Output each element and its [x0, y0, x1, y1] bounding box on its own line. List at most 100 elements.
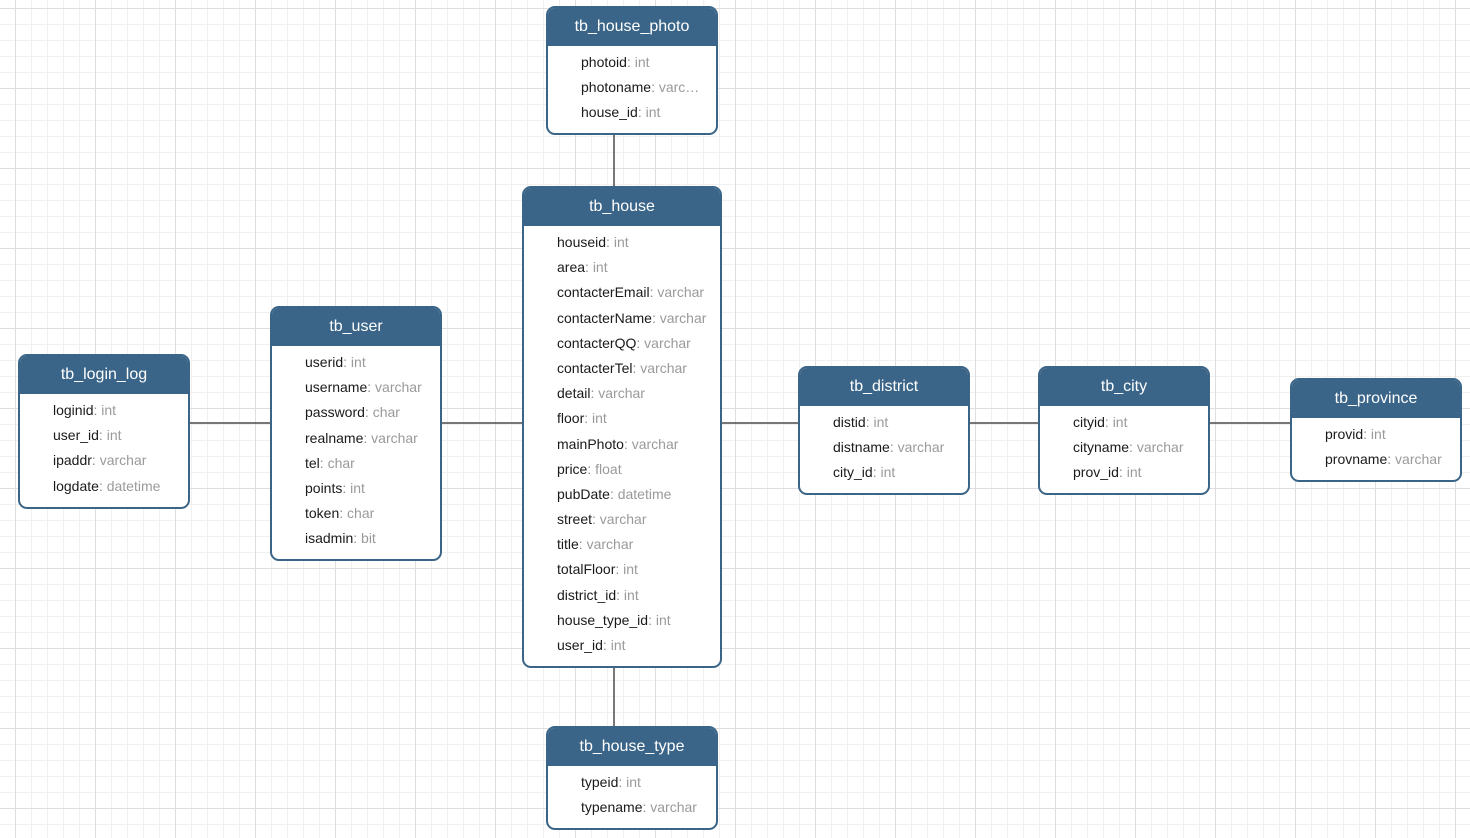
field-type: varchar — [371, 429, 418, 446]
field-name: floor — [557, 410, 585, 427]
field-name: street — [557, 511, 593, 528]
field-name: area — [557, 259, 586, 276]
field-separator: : — [584, 410, 593, 427]
field-type: varc… — [658, 79, 700, 96]
field-row[interactable]: user_id: int — [524, 633, 720, 658]
field-row[interactable]: house_id: int — [548, 100, 716, 125]
field-type: int — [655, 611, 671, 628]
field-separator: : — [364, 404, 373, 421]
entity-title: tb_house — [524, 188, 720, 226]
field-row[interactable]: username: varchar — [272, 375, 440, 400]
field-row[interactable]: provname: varchar — [1292, 447, 1460, 472]
field-separator: : — [353, 530, 362, 547]
field-row[interactable]: detail: varchar — [524, 381, 720, 406]
entity-title: tb_city — [1040, 368, 1208, 406]
field-row[interactable]: house_type_id: int — [524, 608, 720, 633]
field-row[interactable]: area: int — [524, 255, 720, 280]
field-separator: : — [626, 54, 635, 70]
field-row[interactable]: distid: int — [800, 410, 968, 435]
field-row[interactable]: user_id: int — [20, 423, 188, 448]
field-separator: : — [618, 774, 627, 790]
field-row[interactable]: isadmin: bit — [272, 526, 440, 551]
field-row[interactable]: photoid: int — [548, 50, 716, 75]
field-name: contacterEmail — [557, 284, 650, 301]
field-row[interactable]: prov_id: int — [1040, 460, 1208, 485]
field-name: logdate — [53, 477, 99, 494]
field-row[interactable]: houseid: int — [524, 230, 720, 255]
field-separator: : — [587, 460, 596, 477]
field-row[interactable]: contacterEmail: varchar — [524, 280, 720, 305]
field-row[interactable]: title: varchar — [524, 532, 720, 557]
field-row[interactable]: typename: varchar — [548, 795, 716, 820]
field-row[interactable]: provid: int — [1292, 422, 1460, 447]
field-row[interactable]: realname: varchar — [272, 426, 440, 451]
field-row[interactable]: userid: int — [272, 350, 440, 375]
field-type: varchar — [375, 379, 422, 396]
field-row[interactable]: district_id: int — [524, 583, 720, 608]
field-row[interactable]: logdate: datetime — [20, 474, 188, 499]
field-type: int — [1112, 414, 1128, 430]
field-row[interactable]: loginid: int — [20, 398, 188, 423]
field-separator: : — [363, 429, 372, 446]
field-row[interactable]: ipaddr: varchar — [20, 448, 188, 473]
field-separator: : — [343, 354, 351, 370]
field-row[interactable]: distname: varchar — [800, 435, 968, 460]
field-separator: : — [609, 485, 618, 502]
field-row[interactable]: street: varchar — [524, 507, 720, 532]
field-row[interactable]: mainPhoto: varchar — [524, 432, 720, 457]
field-type: datetime — [106, 477, 161, 494]
field-type: datetime — [617, 485, 672, 502]
field-separator: : — [1387, 451, 1396, 468]
field-type: int — [1126, 464, 1142, 481]
field-row[interactable]: points: int — [272, 476, 440, 501]
field-row[interactable]: price: float — [524, 457, 720, 482]
field-row[interactable]: pubDate: datetime — [524, 482, 720, 507]
field-row[interactable]: city_id: int — [800, 460, 968, 485]
field-row[interactable]: password: char — [272, 400, 440, 425]
field-row[interactable]: totalFloor: int — [524, 557, 720, 582]
field-separator: : — [606, 234, 614, 250]
entity-title: tb_district — [800, 368, 968, 406]
field-name: contacterTel — [557, 359, 633, 376]
field-name: loginid — [53, 402, 94, 418]
field-name: totalFloor — [557, 561, 616, 578]
field-name: token — [305, 505, 340, 522]
field-separator: : — [592, 511, 600, 528]
field-row[interactable]: contacterQQ: varchar — [524, 331, 720, 356]
field-separator: : — [342, 479, 351, 496]
field-type: varchar — [897, 439, 945, 456]
field-name: price — [557, 460, 588, 477]
field-row[interactable]: tel: char — [272, 451, 440, 476]
field-row[interactable]: cityname: varchar — [1040, 435, 1208, 460]
field-row[interactable]: contacterName: varchar — [524, 306, 720, 331]
field-row[interactable]: contacterTel: varchar — [524, 356, 720, 381]
field-name: contacterName — [557, 309, 652, 326]
field-row[interactable]: floor: int — [524, 406, 720, 431]
field-type: varchar — [1136, 439, 1184, 456]
field-type: int — [101, 402, 117, 418]
field-separator: : — [615, 561, 624, 578]
field-separator: : — [1129, 439, 1137, 456]
field-row[interactable]: photoname: varc… — [548, 75, 716, 100]
field-type: int — [623, 586, 639, 603]
field-row[interactable]: token: char — [272, 501, 440, 526]
field-name: detail — [557, 385, 591, 402]
field-name: photoid — [581, 54, 627, 70]
entity-title: tb_house_type — [548, 728, 716, 766]
field-separator: : — [637, 104, 646, 121]
field-type: varchar — [1395, 451, 1442, 468]
field-row[interactable]: typeid: int — [548, 770, 716, 795]
field-row[interactable]: cityid: int — [1040, 410, 1208, 435]
